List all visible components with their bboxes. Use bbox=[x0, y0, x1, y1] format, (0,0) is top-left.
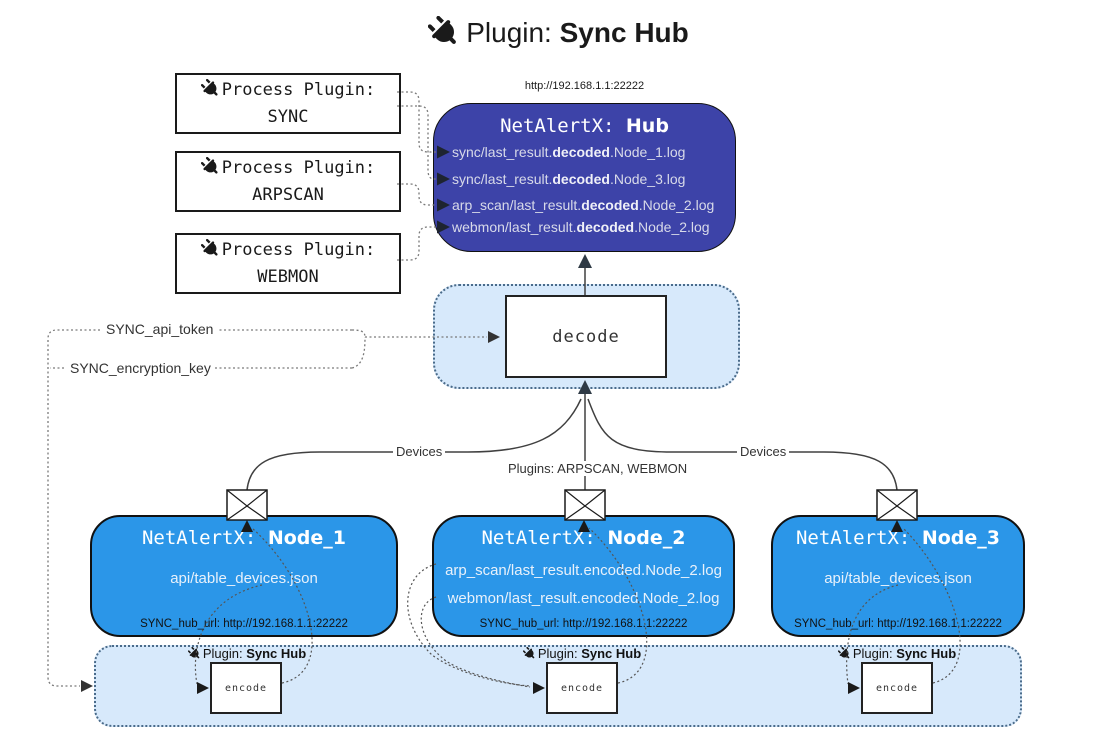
process-plugin-name: ARPSCAN bbox=[252, 184, 324, 205]
encoder-plugin-label: Plugin: Sync Hub bbox=[817, 646, 977, 661]
arrowhead-into-band bbox=[81, 680, 93, 692]
plug-icon bbox=[523, 647, 536, 660]
edge-label-devices-left: Devices bbox=[393, 444, 446, 459]
process-plugin-box-arpscan: Process Plugin: ARPSCAN bbox=[175, 151, 401, 212]
page-title: Plugin: Sync Hub bbox=[0, 16, 1117, 49]
edge-label-plugins: Plugins: ARPSCAN, WEBMON bbox=[505, 461, 691, 476]
plug-icon bbox=[201, 157, 220, 176]
node-hub-url: SYNC_hub_url: http://192.168.1.1:22222 bbox=[140, 618, 348, 630]
plugin-to-hub-edges bbox=[397, 91, 436, 261]
hub-url-label: http://192.168.1.1:22222 bbox=[524, 80, 645, 92]
node-file: webmon/last_result.encoded.Node_2.log bbox=[447, 590, 720, 607]
node-file: api/table_devices.json bbox=[170, 570, 318, 587]
node-title: NetAlertX: Node_2 bbox=[481, 527, 686, 549]
process-plugin-name: WEBMON bbox=[257, 266, 319, 287]
arrowhead-into-hub bbox=[578, 254, 592, 268]
sync-encryption-key-label: SYNC_encryption_key bbox=[66, 360, 215, 376]
process-plugin-label: Process Plugin: bbox=[221, 158, 376, 179]
plug-icon bbox=[428, 16, 460, 48]
encode-box: encode bbox=[546, 662, 618, 714]
node-title: NetAlertX: Node_1 bbox=[141, 527, 346, 549]
plug-icon bbox=[188, 647, 201, 660]
encoder-plugin-label: Plugin: Sync Hub bbox=[502, 646, 662, 661]
process-plugin-label: Process Plugin: bbox=[221, 80, 376, 101]
page-title-name: Sync Hub bbox=[559, 17, 689, 48]
plug-icon bbox=[201, 239, 220, 258]
edge-label-devices-right: Devices bbox=[737, 444, 790, 459]
process-plugin-box-webmon: Process Plugin: WEBMON bbox=[175, 233, 401, 294]
encode-box: encode bbox=[210, 662, 282, 714]
plug-icon bbox=[838, 647, 851, 660]
hub-log-entry: sync/last_result.decoded.Node_1.log bbox=[452, 144, 686, 160]
encoder-plugin-label: Plugin: Sync Hub bbox=[167, 646, 327, 661]
node-file: arp_scan/last_result.encoded.Node_2.log bbox=[445, 562, 722, 579]
hub-log-entry: webmon/last_result.decoded.Node_2.log bbox=[452, 219, 710, 235]
node-hub-url: SYNC_hub_url: http://192.168.1.1:22222 bbox=[479, 618, 688, 630]
plug-icon bbox=[201, 79, 220, 98]
decode-box: decode bbox=[505, 295, 667, 378]
node-hub-url: SYNC_hub_url: http://192.168.1.1:22222 bbox=[794, 618, 1002, 630]
hub-title: NetAlertX: Hub bbox=[500, 115, 669, 137]
process-plugin-label: Process Plugin: bbox=[221, 240, 376, 261]
hub-log-entry: arp_scan/last_result.decoded.Node_2.log bbox=[452, 197, 715, 213]
node-file: api/table_devices.json bbox=[824, 570, 972, 587]
hub-log-entry: sync/last_result.decoded.Node_3.log bbox=[452, 171, 686, 187]
sync-api-token-label: SYNC_api_token bbox=[102, 321, 218, 337]
hub-box bbox=[433, 103, 736, 252]
page-title-prefix: Plugin: bbox=[466, 17, 552, 48]
encode-box: encode bbox=[861, 662, 933, 714]
process-plugin-name: SYNC bbox=[267, 106, 309, 127]
node-title: NetAlertX: Node_3 bbox=[795, 527, 1000, 549]
process-plugin-box-sync: Process Plugin: SYNC bbox=[175, 73, 401, 134]
